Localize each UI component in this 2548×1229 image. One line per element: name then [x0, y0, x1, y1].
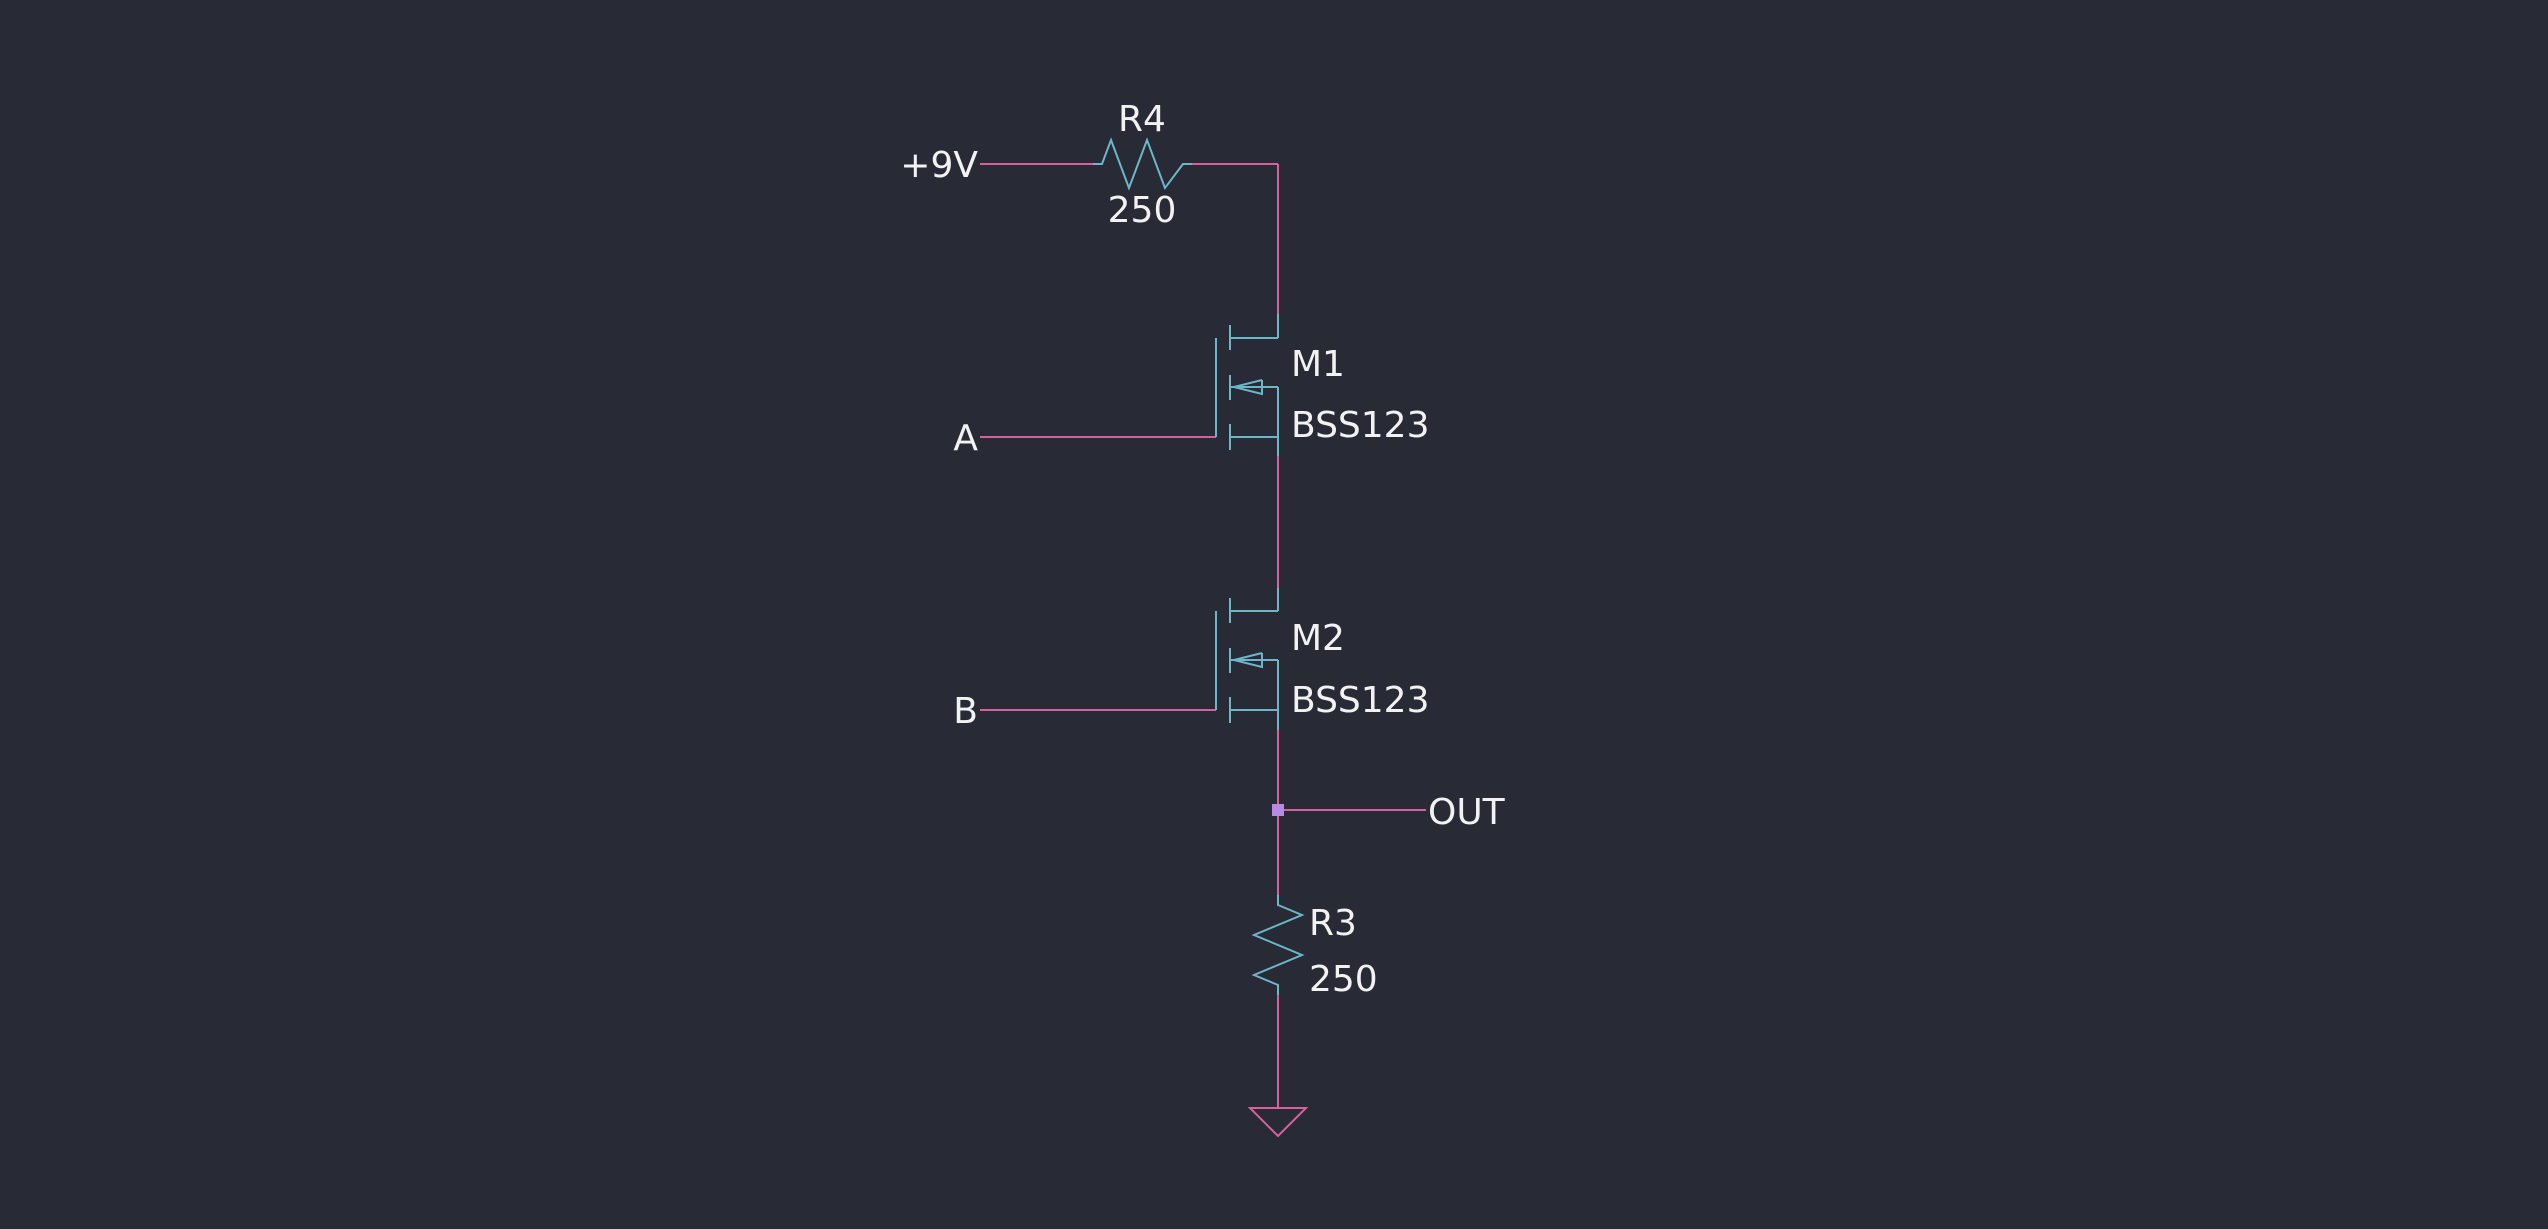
- net-label-out: OUT: [1428, 792, 1506, 833]
- mosfet-m1[interactable]: [1215, 314, 1279, 456]
- wires: [980, 163, 1426, 1108]
- r4-ref-label: R4: [1118, 99, 1166, 140]
- mosfet-m2[interactable]: [1215, 588, 1279, 730]
- r3-ref-label: R3: [1309, 903, 1357, 944]
- resistor-r3[interactable]: [1251, 895, 1305, 995]
- labels: +9V R4 250 M1 BSS123 A M2 BSS123 B OUT R…: [900, 99, 1505, 1000]
- net-label-b: B: [953, 691, 978, 732]
- net-label-supply: +9V: [900, 145, 978, 186]
- r3-value-label: 250: [1309, 959, 1378, 1000]
- junction-out[interactable]: [1272, 804, 1284, 816]
- m1-ref-label: M1: [1291, 344, 1345, 385]
- resistor-r4[interactable]: [1093, 137, 1192, 191]
- ground-icon[interactable]: [1247, 1107, 1309, 1138]
- net-label-a: A: [953, 418, 978, 459]
- r4-value-label: 250: [1108, 190, 1177, 231]
- m2-value-label: BSS123: [1291, 680, 1429, 721]
- m1-value-label: BSS123: [1291, 405, 1429, 446]
- m2-ref-label: M2: [1291, 618, 1345, 659]
